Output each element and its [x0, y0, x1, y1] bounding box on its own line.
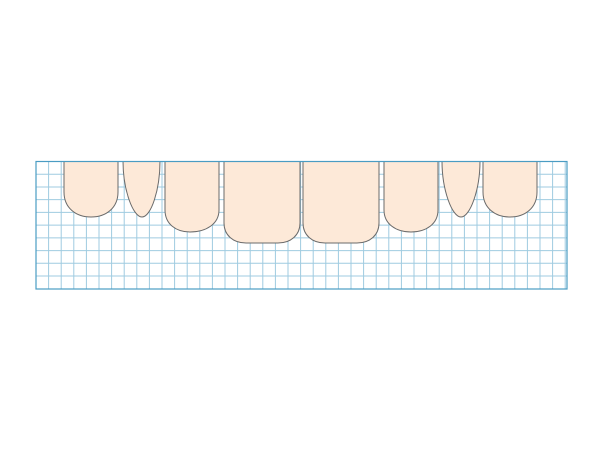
tooth-8 — [482, 161, 538, 218]
tooth-4 — [223, 161, 301, 244]
tooth-3 — [164, 161, 220, 233]
tooth-2-pointed — [122, 160, 161, 218]
teeth — [63, 160, 538, 244]
grid-border — [35, 160, 568, 290]
tooth-7-pointed — [441, 160, 481, 218]
tooth-5 — [302, 161, 380, 244]
tooth-6 — [383, 161, 439, 233]
tooth-1 — [63, 161, 119, 218]
